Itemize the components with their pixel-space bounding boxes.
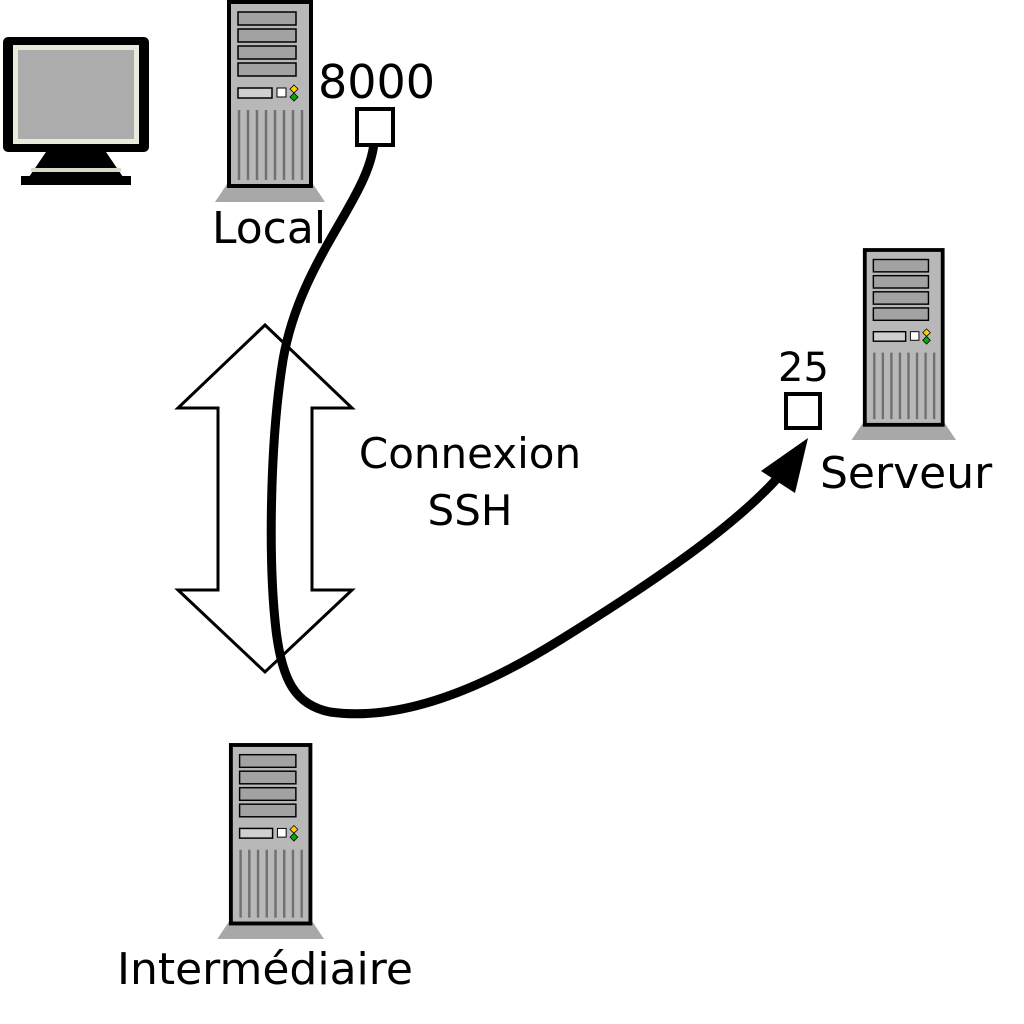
port-8000-box: [355, 107, 395, 147]
monitor-icon: [3, 37, 149, 185]
connection-label-line2: SSH: [427, 485, 513, 535]
port-25-box: [784, 392, 822, 430]
local-server-icon: [213, 0, 327, 204]
tunnel-arrowhead-icon: [761, 438, 808, 493]
tunnel-curve: [266, 138, 803, 719]
connection-label-line1: Connexion: [358, 429, 582, 478]
monitor-stand-line: [31, 168, 121, 172]
port-8000-label: 8000: [318, 55, 436, 109]
intermediate-server-icon: [215, 743, 326, 941]
remote-server-icon: [849, 248, 958, 442]
monitor-stand: [29, 152, 123, 177]
intermediaire-label: Intermédiaire: [117, 944, 413, 995]
ssh-double-arrow: [174, 322, 356, 675]
port-25-label: 25: [778, 345, 829, 391]
monitor-screen: [18, 50, 134, 139]
local-label: Local: [212, 203, 327, 254]
connection-label: Connexion SSH: [330, 426, 610, 539]
monitor-stand-base: [21, 176, 131, 185]
serveur-label: Serveur: [820, 448, 993, 499]
